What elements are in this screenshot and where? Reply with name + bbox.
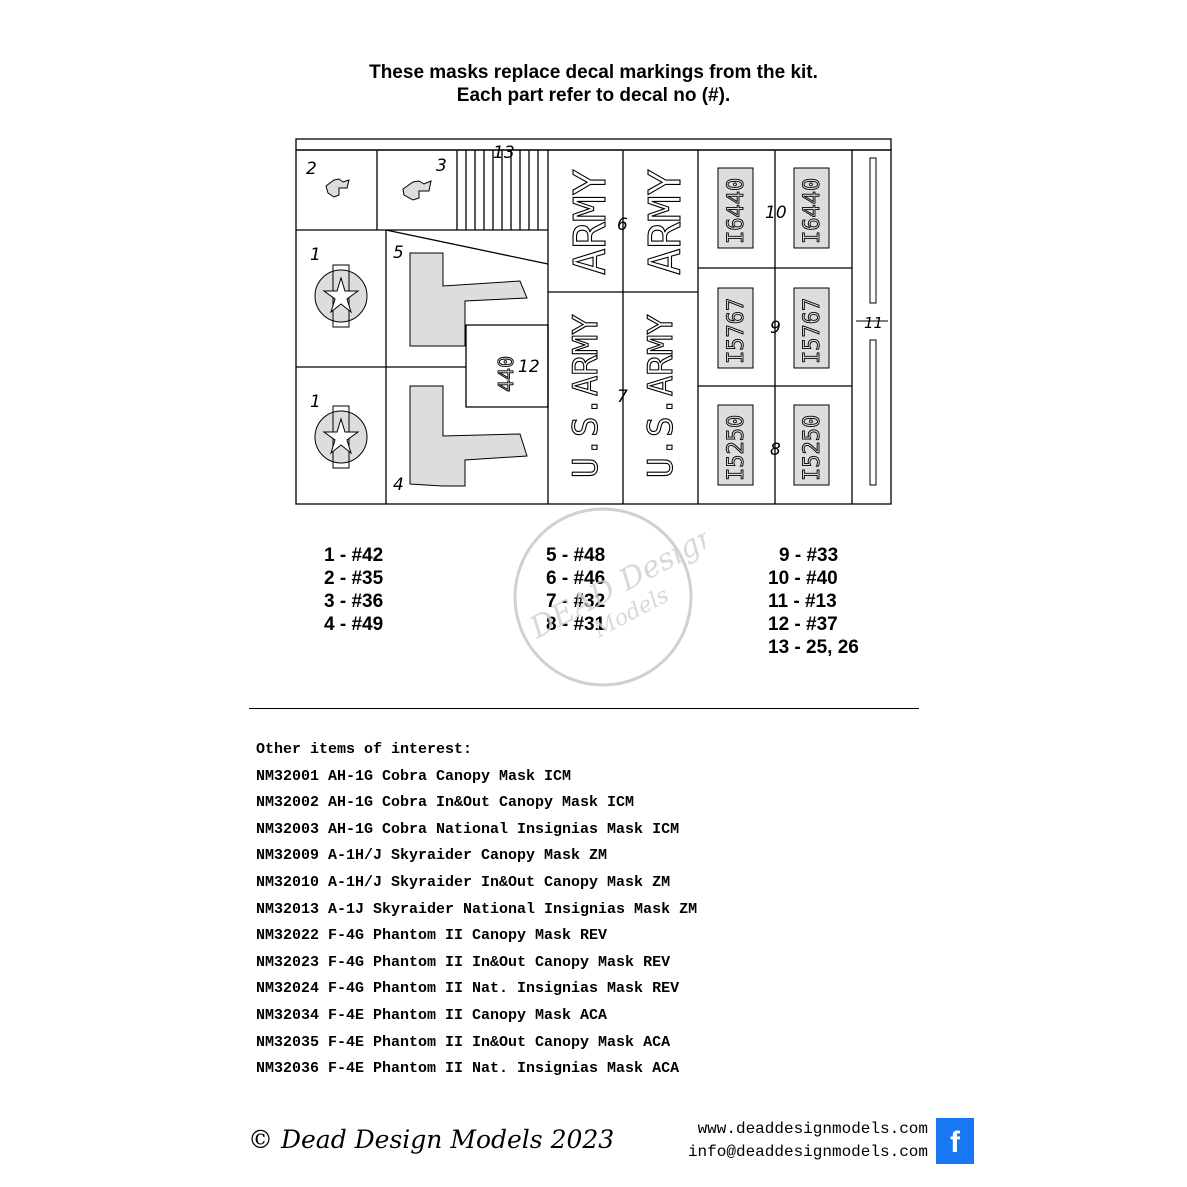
mask-sheet-diagram: ARMY ARMY U.S.ARMY U.S.ARMY I6440 I6440 …	[295, 138, 892, 505]
legend-column-2: 5 - #48 6 - #46 7 - #32 8 - #31	[546, 544, 605, 636]
wing-mask-5	[409, 252, 528, 347]
part-number-1b: 1	[310, 392, 321, 412]
wing-mask-4	[409, 385, 528, 487]
national-insignia-1b	[314, 405, 368, 469]
legend-item: 10 - #40	[768, 568, 838, 589]
part-number-11: 11	[864, 314, 883, 332]
list-item: NM32035 F-4E Phantom II In&Out Canopy Ma…	[256, 1033, 671, 1051]
other-items-heading: Other items of interest:	[256, 741, 473, 758]
serial-16440-left: I6440	[724, 178, 749, 244]
serial-16440-right: I6440	[800, 178, 825, 244]
part-number-12: 12	[518, 357, 540, 377]
website-link[interactable]: www.deaddesignmodels.com	[697, 1120, 928, 1138]
part-number-2: 2	[306, 159, 317, 179]
legend-item: 8 - #31	[546, 614, 606, 635]
legend-item: 4 - #49	[324, 614, 384, 635]
list-item: NM32009 A-1H/J Skyraider Canopy Mask ZM	[256, 847, 608, 865]
legend-column-3: 9 - #33 10 - #40 11 - #13 12 - #37 13 - …	[768, 544, 859, 659]
legend-column-1: 1 - #42 2 - #35 3 - #36 4 - #49	[324, 544, 383, 636]
sheet-frame	[295, 149, 892, 505]
legend-item: 13 - 25, 26	[768, 637, 859, 658]
part-number-6: 6	[617, 215, 628, 235]
legend-item: 12 - #37	[768, 614, 838, 635]
list-item: NM32010 A-1H/J Skyraider In&Out Canopy M…	[256, 873, 671, 891]
list-item: NM32001 AH-1G Cobra Canopy Mask ICM	[256, 767, 572, 785]
list-item: NM32036 F-4E Phantom II Nat. Insignias M…	[256, 1060, 680, 1078]
legend-item: 6 - #46	[546, 568, 606, 589]
list-item: NM32002 AH-1G Cobra In&Out Canopy Mask I…	[256, 794, 635, 812]
email-link[interactable]: info@deaddesignmodels.com	[687, 1143, 928, 1161]
army-text-right: ARMY	[640, 169, 691, 275]
us-army-text-left: U.S.ARMY	[566, 314, 606, 478]
legend-item: 11 - #13	[768, 591, 837, 612]
facebook-glyph: f	[950, 1126, 960, 1159]
part-number-9: 9	[770, 318, 781, 338]
silhouette-3	[402, 180, 432, 201]
list-item: NM32023 F-4G Phantom II In&Out Canopy Ma…	[256, 953, 671, 971]
legend-item: 2 - #35	[324, 568, 384, 589]
list-item: NM32013 A-1J Skyraider National Insignia…	[256, 900, 698, 918]
silhouette-2	[325, 178, 350, 198]
facebook-icon[interactable]: f	[936, 1118, 974, 1164]
us-army-text-right: U.S.ARMY	[641, 314, 681, 478]
strip-11-bottom	[869, 339, 877, 486]
header-line-1: These masks replace decal markings from …	[369, 62, 818, 83]
legend-item: 1 - #42	[324, 545, 384, 566]
other-items-list: Other items of interest: NM32001 AH-1G C…	[256, 737, 697, 1083]
contact-block: www.deaddesignmodels.com info@deaddesign…	[688, 1118, 928, 1164]
serial-15767-left: I5767	[724, 298, 749, 364]
list-item: NM32034 F-4E Phantom II Canopy Mask ACA	[256, 1006, 608, 1024]
part-number-4: 4	[393, 475, 404, 495]
part-number-3: 3	[436, 156, 447, 176]
serial-15250-right: I5250	[800, 415, 825, 481]
part-number-10: 10	[765, 203, 787, 223]
legend-item: 7 - #32	[546, 591, 606, 612]
serial-15767-right: I5767	[800, 298, 825, 364]
section-divider	[249, 708, 919, 709]
top-strip	[295, 138, 892, 151]
national-insignia-1a	[314, 264, 368, 328]
tail-code-440: 440	[494, 356, 518, 392]
legend-item: 9 - #33	[779, 545, 839, 566]
header-line-2: Each part refer to decal no (#).	[456, 85, 731, 106]
legend-item: 3 - #36	[324, 591, 384, 612]
part-number-8: 8	[770, 440, 781, 460]
strip-11-top	[869, 157, 877, 304]
serial-15250-left: I5250	[724, 415, 749, 481]
part-number-5: 5	[393, 243, 404, 263]
legend-item: 5 - #48	[546, 545, 606, 566]
watermark-logo: DEAD Design Models	[513, 507, 705, 687]
part-number-1a: 1	[310, 245, 321, 265]
list-item: NM32003 AH-1G Cobra National Insignias M…	[256, 820, 680, 838]
part-number-13: 13	[493, 143, 515, 163]
copyright-text: © Dead Design Models 2023	[248, 1125, 615, 1154]
army-text-left: ARMY	[565, 169, 616, 275]
list-item: NM32022 F-4G Phantom II Canopy Mask REV	[256, 927, 608, 945]
part-number-7: 7	[617, 387, 628, 407]
list-item: NM32024 F-4G Phantom II Nat. Insignias M…	[256, 980, 680, 998]
